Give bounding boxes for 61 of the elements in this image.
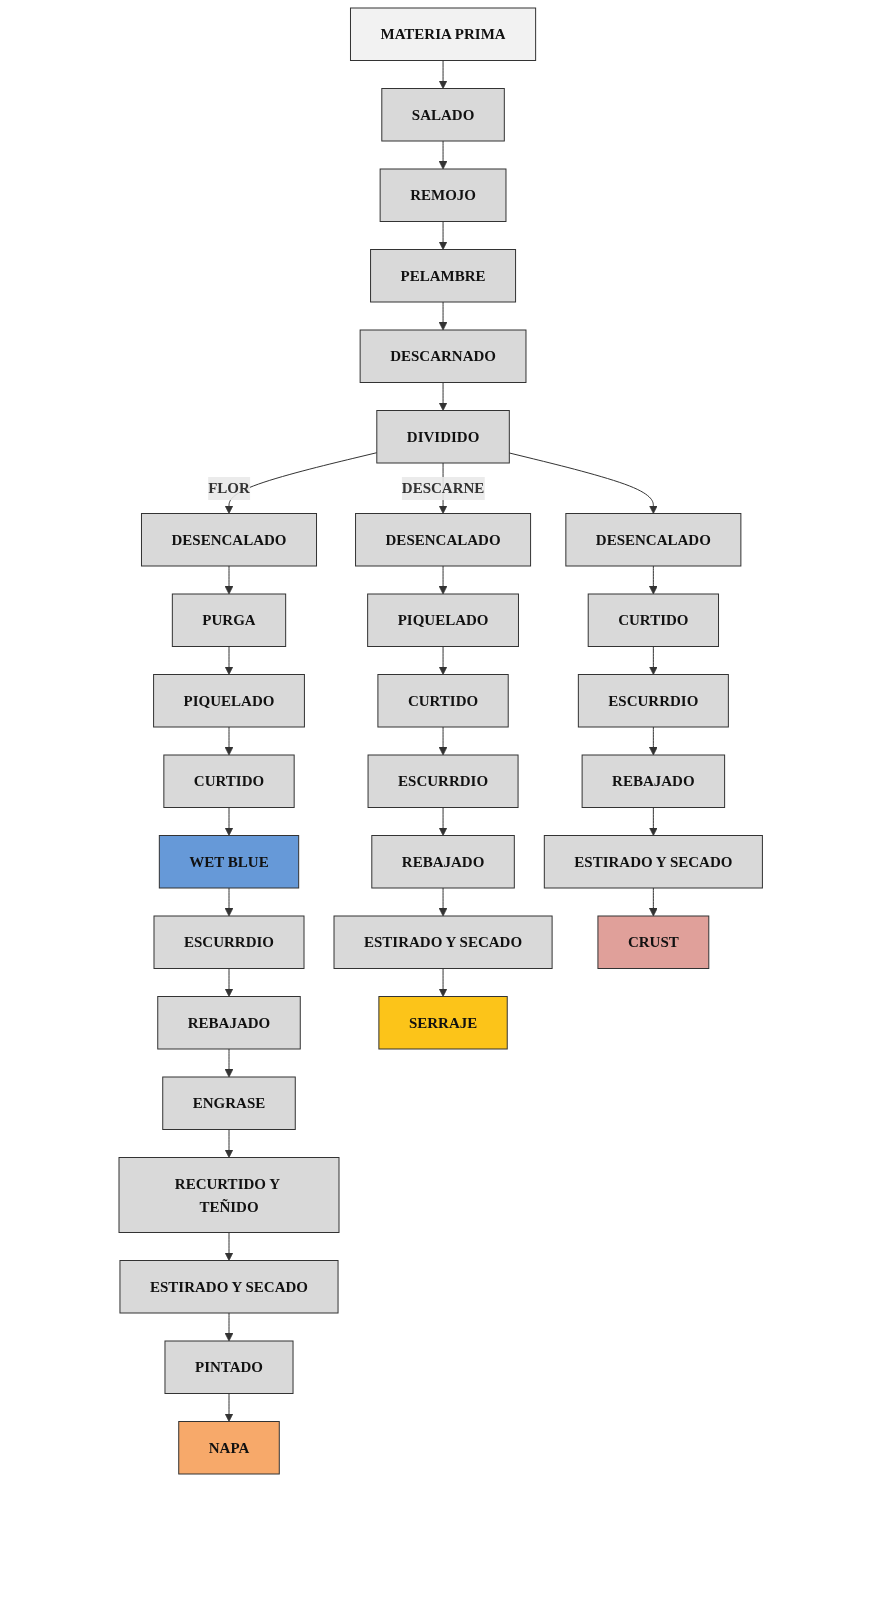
node-box: SERRAJE	[378, 996, 508, 1050]
arrow	[224, 726, 234, 756]
node-box: DESENCALADO	[140, 513, 317, 567]
node-box: ENGRASE	[162, 1076, 296, 1130]
node-box: REBAJADO	[157, 996, 301, 1050]
node-box: ESTIRADO Y SECADO	[333, 915, 553, 969]
node-box: PURGA	[171, 593, 286, 647]
arrow	[648, 726, 658, 756]
arrow	[224, 1312, 234, 1342]
node-box: PIQUELADO	[366, 593, 519, 647]
arrow	[224, 968, 234, 997]
node-box: PINTADO	[164, 1340, 294, 1394]
node-box: CURTIDO	[377, 674, 509, 728]
edge-label: FLOR	[207, 480, 250, 496]
arrow	[438, 968, 448, 997]
node-box: MATERIA PRIMA	[349, 7, 536, 61]
arrow	[224, 646, 234, 675]
arrow	[438, 887, 448, 917]
node-box: ESTIRADO Y SECADO	[543, 835, 763, 889]
node-box: CRUST	[597, 915, 710, 969]
edge-label: DESCARNE	[401, 480, 485, 496]
node-box: RECURTIDO Y TEÑIDO	[118, 1157, 340, 1233]
arrow	[648, 646, 658, 675]
arrow	[648, 807, 658, 836]
node-box: REBAJADO	[371, 835, 515, 889]
node-box: CURTIDO	[587, 593, 719, 647]
node-box: DESENCALADO	[565, 513, 742, 567]
node-box: ESTIRADO Y SECADO	[119, 1260, 339, 1314]
node-box: PELAMBRE	[369, 249, 516, 303]
node-box: CURTIDO	[163, 754, 295, 808]
arrow	[438, 726, 448, 756]
node-box: DESENCALADO	[354, 513, 531, 567]
node-box: DIVIDIDO	[376, 410, 510, 464]
arrow	[224, 1048, 234, 1078]
arrow	[438, 382, 448, 411]
arrow	[224, 807, 234, 836]
node-box: ESCURRDIO	[367, 754, 519, 808]
arrow	[224, 1393, 234, 1422]
arrow	[224, 1232, 234, 1261]
arrow	[438, 221, 448, 250]
arrow	[508, 452, 658, 514]
node-box: REMOJO	[379, 168, 507, 222]
node-box: WET BLUE	[158, 835, 299, 889]
node-box: SALADO	[381, 88, 505, 142]
arrow	[648, 887, 658, 917]
arrow	[438, 807, 448, 836]
arrow	[648, 565, 658, 595]
node-box: ESCURRDIO	[153, 915, 305, 969]
arrow	[224, 565, 234, 595]
node-box: ESCURRDIO	[577, 674, 729, 728]
node-box: NAPA	[178, 1421, 280, 1475]
arrow	[438, 60, 448, 89]
arrow	[438, 646, 448, 675]
arrow	[438, 140, 448, 170]
arrow	[438, 301, 448, 331]
node-box: REBAJADO	[581, 754, 725, 808]
arrow	[224, 1129, 234, 1158]
node-box: PIQUELADO	[152, 674, 305, 728]
arrow	[224, 887, 234, 917]
arrow	[438, 565, 448, 595]
node-box: DESCARNADO	[359, 329, 527, 383]
